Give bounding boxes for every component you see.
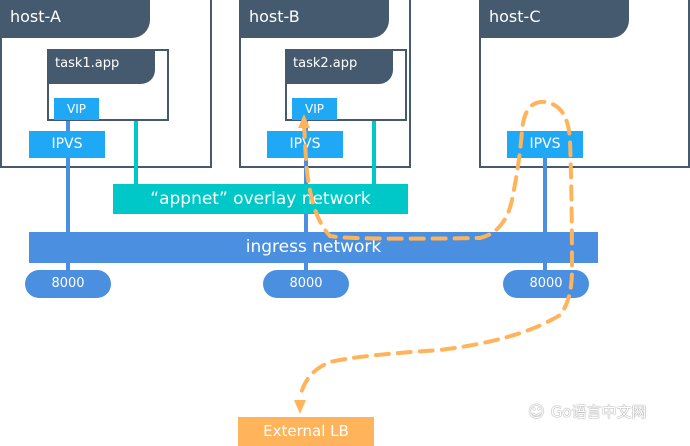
arrowhead-to-lb	[294, 400, 306, 414]
watermark: ☺ Go语言中文网	[528, 400, 647, 422]
host-a-ingress-link	[66, 120, 70, 270]
host-a-overlay-link	[134, 120, 138, 186]
task1-vip: VIP	[54, 98, 99, 120]
host-b-published-port: 8000	[263, 270, 349, 298]
host-b-overlay-link	[372, 120, 376, 186]
appnet-overlay-network: “appnet” overlay network	[113, 184, 408, 214]
wechat-icon: ☺	[528, 401, 545, 421]
task2-vip: VIP	[292, 98, 337, 120]
host-c-published-port: 8000	[503, 270, 589, 298]
external-load-balancer: External LB	[238, 417, 374, 446]
watermark-text: Go语言中文网	[550, 402, 647, 421]
host-a-published-port: 8000	[25, 270, 111, 298]
ingress-network: ingress network	[29, 232, 598, 263]
host-b-header: host-B	[239, 0, 389, 38]
request-flow-path	[298, 99, 575, 400]
arrowhead-to-vip	[298, 114, 310, 128]
host-c-header: host-C	[479, 0, 629, 38]
host-a-ipvs: IPVS	[29, 131, 105, 158]
task1-header: task1.app	[47, 49, 155, 84]
task2-header: task2.app	[285, 49, 393, 84]
host-a-header: host-A	[0, 0, 150, 38]
host-c-ingress-link	[543, 156, 547, 270]
